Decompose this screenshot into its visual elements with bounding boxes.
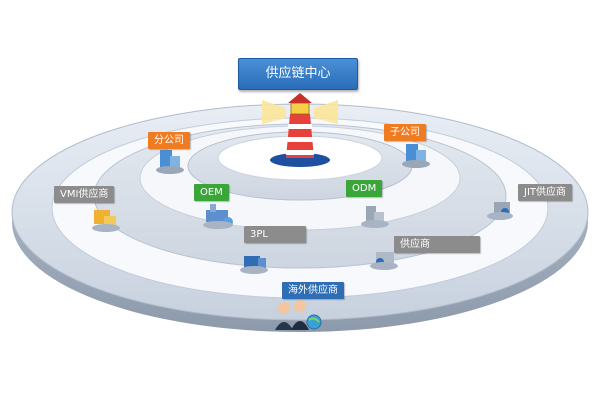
building-icon <box>156 150 184 174</box>
tag-odm: ODM <box>346 180 383 197</box>
center-label: 供应链中心 <box>238 58 358 90</box>
tag-jit: JIT供应商 <box>518 184 573 201</box>
tag-vmi: VMI供应商 <box>54 186 115 203</box>
tag-3pl: 3PL <box>244 226 306 243</box>
warehouse-icon <box>92 210 120 232</box>
tag-gongyingshang: 供应商 <box>394 236 480 253</box>
truck-icon <box>487 202 513 220</box>
supplier-icon <box>370 252 398 270</box>
lighthouse-icon <box>262 93 338 167</box>
tag-oem: OEM <box>194 184 229 201</box>
logistics-icon <box>240 256 268 274</box>
factory-icon <box>361 206 389 228</box>
people-globe-icon <box>275 300 322 330</box>
tag-haiwai: 海外供应商 <box>282 282 344 299</box>
factory-icon <box>203 204 233 229</box>
tag-zigongsi: 子公司 <box>384 124 426 141</box>
tag-fengongsi: 分公司 <box>148 132 190 149</box>
building-icon <box>402 144 430 168</box>
